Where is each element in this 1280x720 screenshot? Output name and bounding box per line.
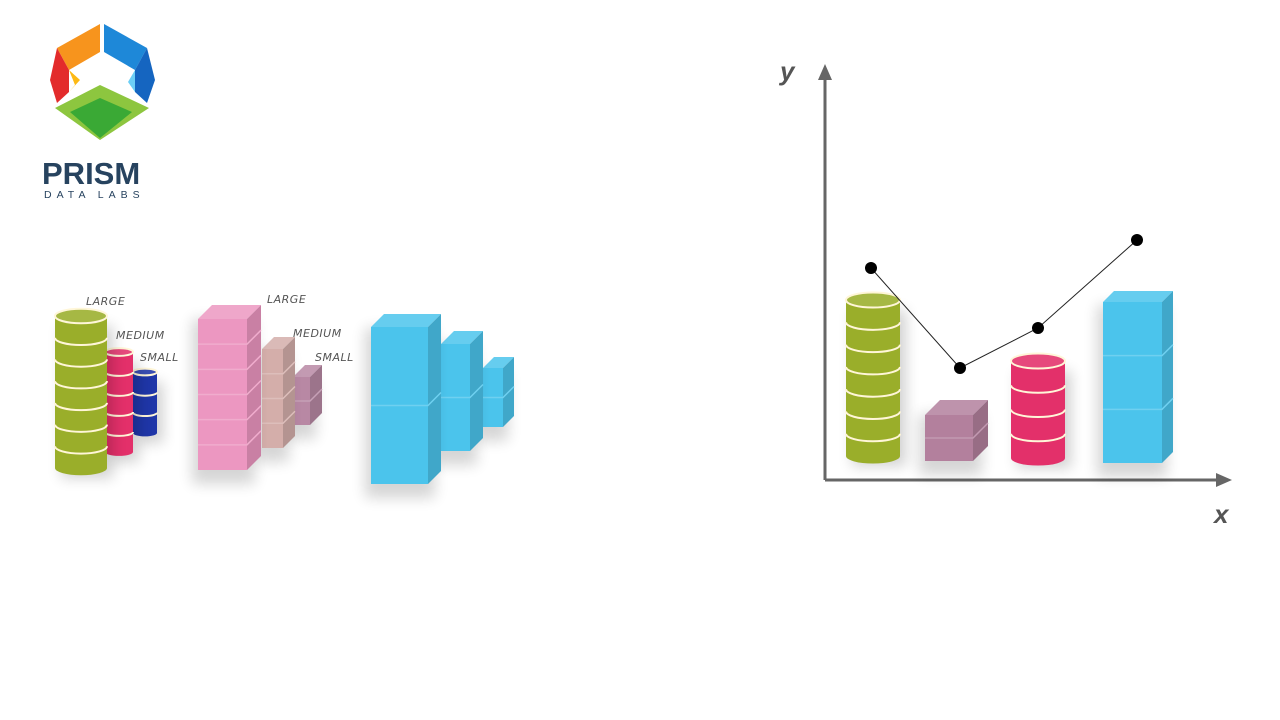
- cube-side: [1162, 291, 1173, 463]
- cube-front: [1103, 302, 1162, 463]
- segment-line: [262, 361, 296, 375]
- segment-line: [925, 422, 989, 439]
- cylinder-body: [55, 316, 107, 476]
- segment-line: [1103, 344, 1174, 357]
- chart-line: [865, 234, 1143, 374]
- label-medium: MEDIUM: [116, 329, 165, 342]
- segment-line: [845, 433, 901, 443]
- chart-bar-box-blue: [1097, 291, 1174, 477]
- cylinder-body: [846, 300, 900, 464]
- large-box-stack: [365, 314, 442, 498]
- segment-line: [54, 424, 108, 433]
- segment-line: [198, 329, 262, 345]
- y-axis-label: y: [778, 56, 796, 86]
- line-series: [870, 239, 1138, 369]
- medium-box-stack: [435, 331, 484, 465]
- segment-line: [845, 411, 901, 420]
- cube-top: [293, 365, 322, 377]
- cylinder-top: [1010, 352, 1066, 370]
- logo-tagline: DATA LABS: [44, 189, 145, 201]
- x-axis-label: x: [1212, 499, 1230, 529]
- chart-bars: [845, 291, 1174, 477]
- segment-line: [845, 322, 901, 331]
- chart-bar-cylinder-red: [1010, 352, 1071, 468]
- segment-line: [1103, 397, 1174, 411]
- segment-line: [262, 410, 296, 424]
- size-comparison-groups: LARGE MEDIUM SMALL LARGE MEDIUM SMALL: [54, 293, 515, 498]
- segment-line: [54, 446, 108, 455]
- cube-top: [262, 337, 295, 349]
- segment-line: [262, 385, 296, 400]
- segment-line: [1010, 433, 1066, 443]
- segment-line: [54, 380, 108, 390]
- medium-cube-stack: [256, 337, 296, 462]
- chart-bar-cube-mauve: [919, 400, 989, 475]
- prism-logo: PRISM DATA LABS: [42, 24, 155, 201]
- segment-line: [845, 388, 901, 398]
- chart: y x: [778, 56, 1232, 529]
- cube-top: [1103, 291, 1173, 302]
- segment-line: [845, 366, 901, 376]
- segment-line: [371, 391, 442, 407]
- cube-top: [483, 357, 514, 368]
- large-cylinder: [54, 307, 113, 478]
- cylinder-top: [845, 291, 901, 309]
- x-axis-arrow-icon: [1216, 473, 1232, 487]
- segment-line: [198, 405, 262, 421]
- label-medium: MEDIUM: [293, 327, 342, 340]
- cube-top: [371, 314, 441, 327]
- label-large: LARGE: [86, 295, 125, 308]
- large-cube-stack: [192, 305, 262, 484]
- logo-name: PRISM: [42, 156, 140, 191]
- segment-line: [198, 354, 262, 371]
- data-point-4: [1131, 234, 1143, 246]
- data-point-2: [954, 362, 966, 374]
- chart-bar-cylinder-green: [845, 291, 906, 466]
- segment-line: [1010, 409, 1066, 419]
- label-small: SMALL: [315, 351, 354, 364]
- segment-line: [54, 359, 108, 368]
- cylinder-top: [54, 307, 108, 325]
- segment-line: [845, 344, 901, 354]
- segment-line: [198, 379, 262, 396]
- cube-top: [925, 400, 988, 415]
- segment-line: [54, 402, 108, 412]
- segment-line: [198, 430, 262, 446]
- cube-top: [198, 305, 261, 319]
- segment-line: [483, 385, 515, 399]
- label-large: LARGE: [267, 293, 306, 306]
- cylinder-body: [1011, 361, 1065, 466]
- segment-line: [1010, 384, 1066, 394]
- data-point-3: [1032, 322, 1044, 334]
- cube-top: [441, 331, 483, 344]
- segment-line: [54, 337, 108, 346]
- data-point-1: [865, 262, 877, 274]
- segment-line: [293, 388, 323, 402]
- label-small: SMALL: [140, 351, 179, 364]
- y-axis-arrow-icon: [818, 64, 832, 80]
- prism-hexagon-icon: [50, 24, 155, 140]
- segment-line: [441, 383, 484, 399]
